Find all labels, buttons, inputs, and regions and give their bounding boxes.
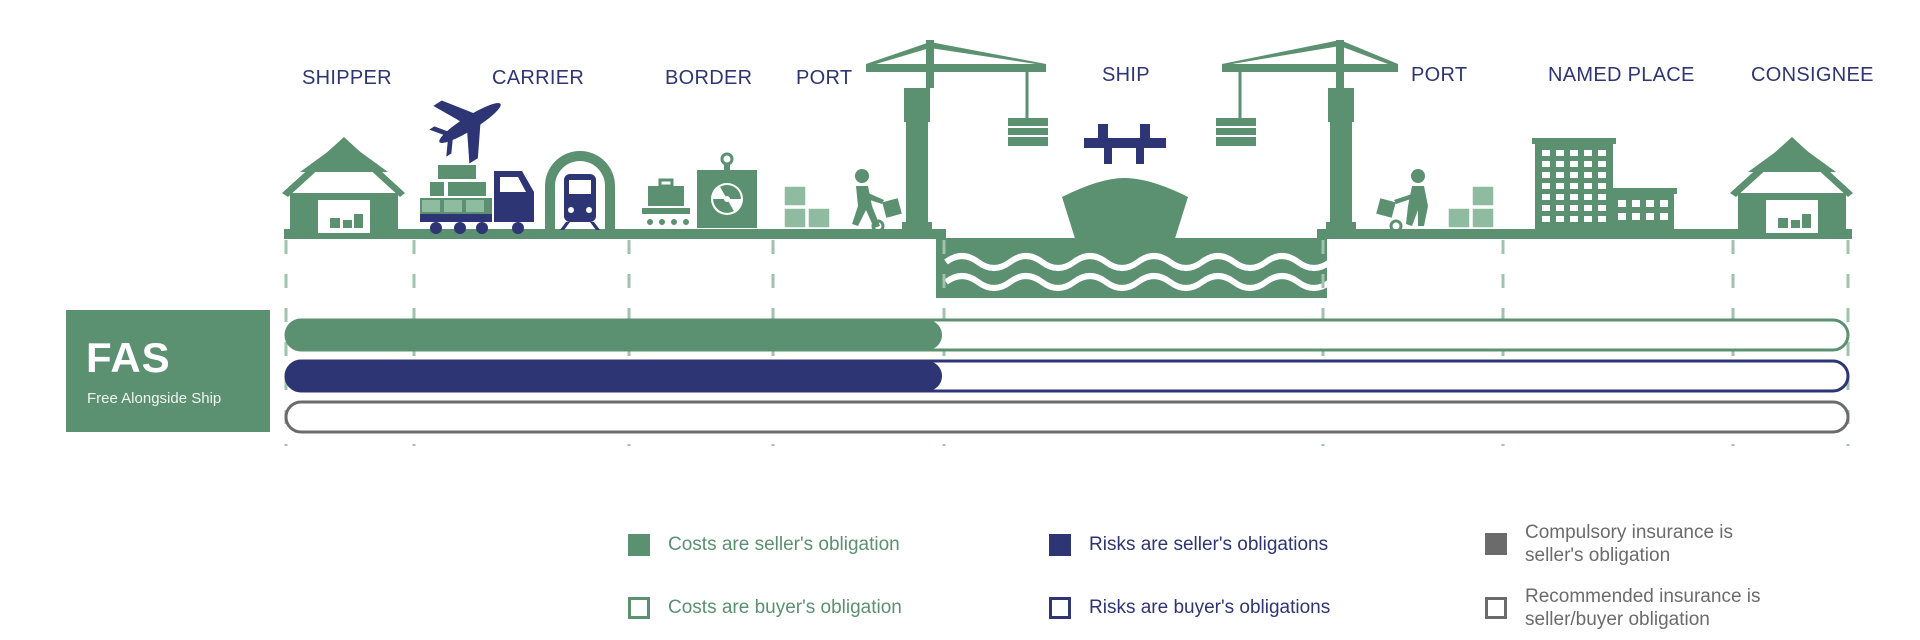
office-window <box>1660 200 1668 207</box>
office-window <box>1660 213 1668 220</box>
airplane-icon <box>429 100 501 164</box>
train-icon <box>545 151 615 230</box>
office-window <box>1542 205 1550 211</box>
office-window <box>1570 194 1578 200</box>
legend-risks-seller: Risks are seller's obligations <box>1049 533 1328 556</box>
office-window <box>1584 205 1592 211</box>
office-window <box>1584 183 1592 189</box>
office-window <box>1598 150 1606 156</box>
office-window <box>1584 161 1592 167</box>
stage-label-ship: SHIP <box>1102 64 1150 86</box>
office-window <box>1570 183 1578 189</box>
term-name: Free Alongside Ship <box>87 390 222 407</box>
office-window <box>1584 216 1592 222</box>
term-box: FAS Free Alongside Ship <box>66 310 270 432</box>
office-window <box>1542 150 1550 156</box>
office-window <box>1584 194 1592 200</box>
obligation-bar-insurance-track <box>284 400 1850 434</box>
stage-label-named-place: NAMED PLACE <box>1548 64 1695 86</box>
office-window <box>1598 172 1606 178</box>
office-window <box>1570 205 1578 211</box>
office-window <box>1542 172 1550 178</box>
legend-insurance-recommended: Recommended insurance is seller/buyer ob… <box>1485 585 1761 631</box>
legend-swatch-outline-navy <box>1049 596 1071 619</box>
legend-swatch-filled-gray <box>1485 533 1507 555</box>
truck-icon <box>420 165 534 234</box>
stage-label-port-origin: PORT <box>796 67 853 89</box>
legend-line: Compulsory insurance is <box>1525 522 1734 543</box>
legend-swatch-filled-navy <box>1049 533 1071 556</box>
office-window <box>1598 205 1606 211</box>
legend-risks-buyer: Risks are buyer's obligations <box>1049 596 1330 619</box>
office-window <box>1556 183 1564 189</box>
crates-icon <box>783 185 831 229</box>
legend-label: Costs are buyer's obligation <box>668 597 902 618</box>
office-window <box>1570 172 1578 178</box>
warehouse-icon <box>282 137 405 233</box>
office-window <box>1542 194 1550 200</box>
stage-label-shipper: SHIPPER <box>302 67 392 89</box>
legend-line: seller/buyer obligation <box>1525 609 1710 630</box>
waves-icon <box>941 238 1332 293</box>
office-window <box>1598 216 1606 222</box>
office-window <box>1556 205 1564 211</box>
office-window <box>1598 161 1606 167</box>
legend-swatch-outline-green <box>628 596 650 619</box>
legend-line: seller's obligation <box>1525 545 1671 566</box>
crates-icon <box>1447 185 1495 229</box>
obligation-bar-costs-seller-fill <box>286 320 943 350</box>
stage-label-border: BORDER <box>665 67 753 89</box>
legend-line: Recommended insurance is <box>1525 586 1761 607</box>
office-window <box>1556 172 1564 178</box>
baggage-scanner-icon <box>642 178 690 225</box>
office-window <box>1618 213 1626 220</box>
office-window <box>1618 200 1626 207</box>
radiation-box-icon <box>697 152 757 228</box>
office-window <box>1584 172 1592 178</box>
office-window <box>1598 194 1606 200</box>
office-window <box>1556 216 1564 222</box>
obligation-bars <box>284 318 1850 434</box>
office-building-icon <box>1532 138 1677 230</box>
office-window <box>1598 183 1606 189</box>
legend-costs-seller: Costs are seller's obligation <box>628 533 900 556</box>
legend-costs-buyer: Costs are buyer's obligation <box>628 596 902 619</box>
office-window <box>1584 150 1592 156</box>
term-code: FAS <box>86 334 171 381</box>
office-window <box>1556 161 1564 167</box>
office-window <box>1556 150 1564 156</box>
crane-icon <box>1216 40 1398 230</box>
office-window <box>1646 213 1654 220</box>
porter-with-handcart-icon <box>1376 169 1428 233</box>
legend-label: Recommended insurance is seller/buyer ob… <box>1525 585 1761 631</box>
office-window <box>1542 161 1550 167</box>
legend-label: Compulsory insurance is seller's obligat… <box>1525 521 1733 567</box>
office-window <box>1646 200 1654 207</box>
stage-label-consignee: CONSIGNEE <box>1751 64 1874 86</box>
office-window <box>1542 216 1550 222</box>
legend-label: Risks are seller's obligations <box>1089 534 1329 555</box>
legend-swatch-filled-green <box>628 533 650 556</box>
warehouse-icon <box>1730 137 1853 233</box>
crane-icon <box>866 40 1048 230</box>
office-window <box>1632 213 1640 220</box>
office-window <box>1542 183 1550 189</box>
ship-icon <box>1062 124 1188 248</box>
office-window <box>1632 200 1640 207</box>
office-window <box>1556 194 1564 200</box>
legend-insurance-compulsory: Compulsory insurance is seller's obligat… <box>1485 521 1733 567</box>
office-window <box>1570 216 1578 222</box>
office-window <box>1570 161 1578 167</box>
legend-label: Costs are seller's obligation <box>668 534 900 555</box>
stage-label-carrier: CARRIER <box>492 67 585 89</box>
porter-with-handcart-icon <box>852 169 902 233</box>
legend-swatch-outline-gray <box>1485 597 1507 619</box>
obligation-bar-risks-seller-fill <box>286 361 943 391</box>
legend-label: Risks are buyer's obligations <box>1089 597 1331 618</box>
stage-label-port-destination: PORT <box>1411 64 1468 86</box>
office-window <box>1570 150 1578 156</box>
